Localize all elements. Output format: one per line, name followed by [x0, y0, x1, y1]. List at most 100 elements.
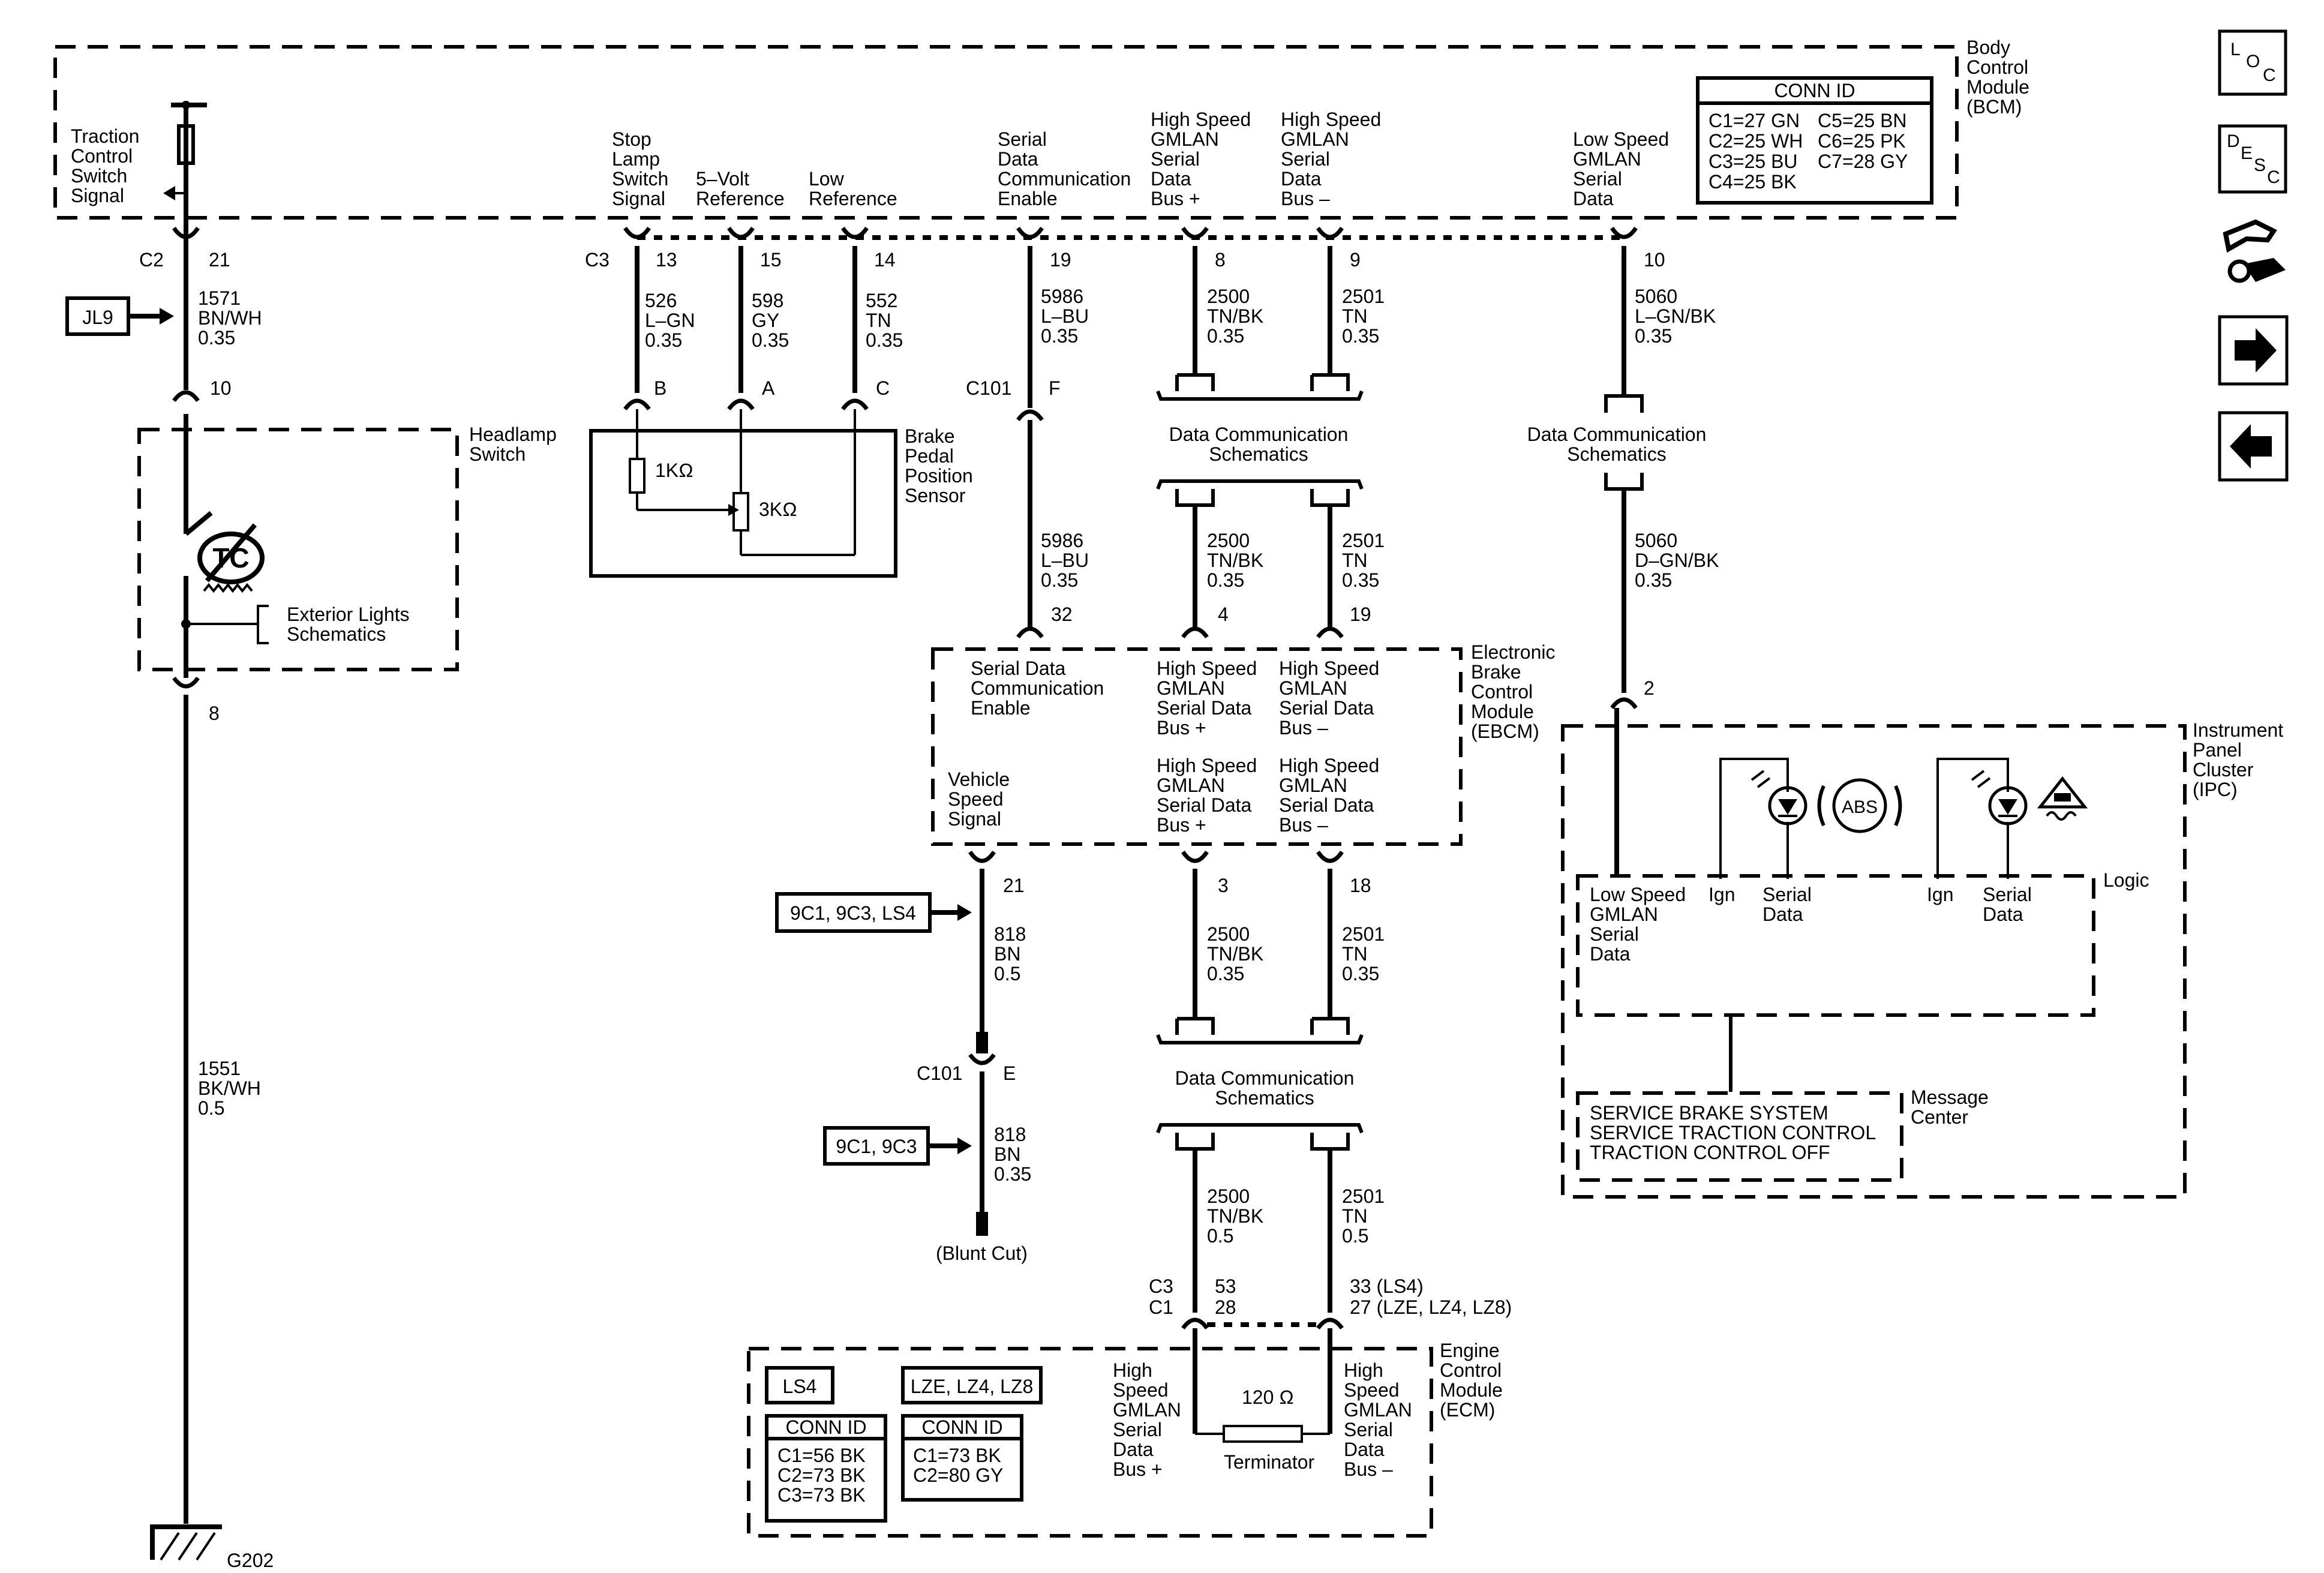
- svg-text:2501: 2501: [1342, 923, 1385, 945]
- wire-1571: 1571 BN/WH 0.35: [184, 240, 262, 390]
- headlamp-title-2: Switch: [469, 443, 526, 465]
- svg-text:Serial: Serial: [1113, 1419, 1162, 1440]
- svg-text:High Speed: High Speed: [1279, 755, 1379, 776]
- ecm-hs-minus-label: High Speed GMLAN Serial Data Bus –: [1344, 1359, 1412, 1480]
- bcm-module: Body Control Module (BCM) CONN ID C1=27 …: [53, 37, 2029, 220]
- svg-text:GMLAN: GMLAN: [1590, 903, 1658, 925]
- bcm-conn-c4: C4=25 BK: [1709, 171, 1797, 193]
- ref-9c1-9c3[interactable]: 9C1, 9C3: [823, 1126, 972, 1166]
- ipc-pin-2-connector: [1610, 697, 1638, 710]
- loc-button[interactable]: L O C: [2218, 29, 2287, 96]
- bcm-label-traction: Traction Control Switch Signal: [71, 125, 139, 206]
- bcm-title-3: Module: [1966, 76, 2029, 98]
- svg-text:BN/WH: BN/WH: [198, 307, 262, 329]
- svg-text:High Speed: High Speed: [1157, 755, 1257, 776]
- exterior-lights-ref[interactable]: Exterior Lights Schematics: [287, 604, 410, 645]
- data-comm-ref-2[interactable]: Data Communication Schematics: [1156, 1017, 1364, 1151]
- svg-text:C2=80 GY: C2=80 GY: [913, 1464, 1003, 1486]
- bcm-conn-c3: C3=25 BU: [1709, 151, 1798, 172]
- svg-text:Data: Data: [1590, 943, 1631, 965]
- svg-text:Stop: Stop: [612, 128, 651, 150]
- traction-control-signal-circuit: [163, 101, 207, 240]
- svg-text:TN: TN: [1342, 305, 1368, 327]
- bcm-conn-id-header: CONN ID: [1774, 80, 1855, 101]
- bcm-label-serial-enable: Serial Data Communication Enable: [998, 128, 1131, 209]
- svg-text:0.35: 0.35: [1635, 325, 1672, 347]
- jl9-reference[interactable]: JL9: [65, 296, 174, 336]
- ipc-pin-2: 2: [1644, 677, 1655, 699]
- svg-text:Control: Control: [1471, 681, 1533, 703]
- g202-label: G202: [227, 1550, 274, 1571]
- svg-text:27 (LZE, LZ4, LZ8): 27 (LZE, LZ4, LZ8): [1350, 1296, 1512, 1318]
- bcm-label-hs-plus: High Speed GMLAN Serial Data Bus +: [1151, 109, 1251, 209]
- ecm-lze-tag: LZE, LZ4, LZ8: [901, 1366, 1043, 1404]
- ipc-module: Instrument Panel Cluster (IPC) Logic Low…: [1561, 708, 2283, 1199]
- svg-text:0.35: 0.35: [1342, 569, 1379, 591]
- svg-text:818: 818: [994, 923, 1026, 945]
- wire-2500-ebcm-lower: 2500 TN/BK 0.35: [1193, 869, 1263, 1019]
- wire-5060-lower: 5060 D–GN/BK 0.35: [1622, 489, 1719, 693]
- svg-text:Signal: Signal: [948, 808, 1001, 830]
- svg-text:Data Communication: Data Communication: [1175, 1067, 1355, 1089]
- svg-text:Lamp: Lamp: [612, 148, 660, 170]
- wire-2501-ebcm-lower: 2501 TN 0.35: [1328, 869, 1385, 1019]
- ecm-module: Engine Control Module (ECM) LS4 LZE, LZ4…: [747, 1328, 1503, 1538]
- svg-text:GMLAN: GMLAN: [1113, 1399, 1181, 1421]
- svg-text:High: High: [1344, 1359, 1383, 1381]
- svg-text:GMLAN: GMLAN: [1157, 775, 1225, 796]
- svg-text:GMLAN: GMLAN: [1573, 148, 1641, 170]
- svg-text:Switch: Switch: [71, 165, 127, 187]
- svg-text:3: 3: [1218, 875, 1229, 896]
- ecm-conn-id-table-a: CONN ID C1=56 BK C2=73 BK C3=73 BK: [765, 1414, 887, 1523]
- c101-pin-e: E: [1003, 1062, 1016, 1084]
- svg-text:Bus +: Bus +: [1113, 1458, 1163, 1480]
- brake-pedal-position-sensor: Brake Pedal Position Sensor 1KΩ 3KΩ: [589, 409, 973, 578]
- svg-text:2501: 2501: [1342, 530, 1385, 551]
- svg-text:0.5: 0.5: [198, 1097, 224, 1119]
- svg-text:GMLAN: GMLAN: [1344, 1399, 1412, 1421]
- svg-text:0.35: 0.35: [752, 329, 789, 351]
- ref-9c1-9c3-ls4[interactable]: 9C1, 9C3, LS4: [775, 892, 972, 933]
- data-comm-ref-3[interactable]: Data Communication Schematics: [1527, 394, 1707, 491]
- svg-text:Cluster: Cluster: [2193, 759, 2254, 781]
- svg-text:Vehicle: Vehicle: [948, 769, 1010, 790]
- svg-text:0.35: 0.35: [1207, 325, 1244, 347]
- forward-arrow-icon[interactable]: [2218, 315, 2289, 386]
- svg-text:Serial: Serial: [1344, 1419, 1393, 1440]
- c101-label-top: C101: [966, 377, 1012, 399]
- ipc-logic-label: Logic: [2103, 869, 2149, 891]
- desc-button[interactable]: D E S C: [2218, 124, 2287, 194]
- svg-text:GMLAN: GMLAN: [1157, 677, 1225, 699]
- svg-text:Signal: Signal: [71, 185, 124, 206]
- svg-text:Serial: Serial: [998, 128, 1047, 150]
- repair-icon[interactable]: [2223, 219, 2286, 283]
- svg-text:Traction: Traction: [71, 125, 139, 147]
- svg-text:Control: Control: [71, 145, 133, 167]
- svg-text:L–GN: L–GN: [645, 310, 695, 331]
- svg-text:Serial Data: Serial Data: [1279, 697, 1374, 719]
- svg-text:0.35: 0.35: [1041, 325, 1078, 347]
- svg-text:53: 53: [1215, 1275, 1236, 1297]
- data-comm-ref-1[interactable]: Data Communication Schematics: [1156, 373, 1364, 507]
- svg-text:0.5: 0.5: [994, 963, 1020, 984]
- back-arrow-icon[interactable]: [2218, 411, 2289, 482]
- wire-552: 552 TN 0.35: [852, 246, 903, 393]
- ebcm-serial-enable-2: Communication: [971, 677, 1104, 699]
- svg-text:2500: 2500: [1207, 1185, 1250, 1207]
- bcm-conn-c6: C6=25 PK: [1818, 130, 1906, 152]
- svg-text:Exterior Lights: Exterior Lights: [287, 604, 410, 625]
- bpp-connector-pins: B A C: [623, 377, 890, 411]
- pin-c3: C3: [585, 249, 609, 271]
- bcm-label-stop-lamp: Stop Lamp Switch Signal: [612, 128, 668, 209]
- svg-text:GMLAN: GMLAN: [1279, 775, 1347, 796]
- ebcm-pin-19-connector: [1316, 626, 1344, 639]
- ebcm-serial-enable-3: Enable: [971, 697, 1031, 719]
- svg-text:Bus –: Bus –: [1279, 717, 1328, 739]
- svg-text:2501: 2501: [1342, 286, 1385, 307]
- svg-text:GY: GY: [752, 310, 779, 331]
- svg-text:Reference: Reference: [809, 188, 897, 209]
- wire-2501-upper: 2501 TN 0.35: [1328, 246, 1385, 375]
- svg-text:Data Communication: Data Communication: [1527, 424, 1707, 445]
- pin-19: 19: [1050, 249, 1071, 271]
